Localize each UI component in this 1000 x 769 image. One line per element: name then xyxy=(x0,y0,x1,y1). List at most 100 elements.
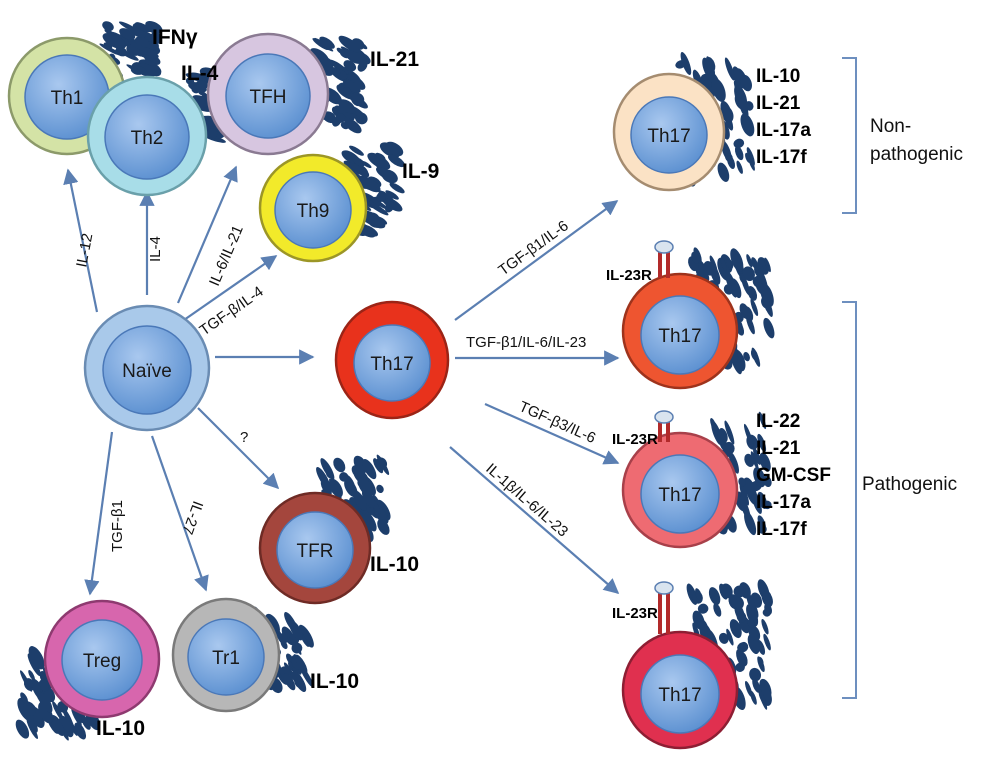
secretion-granule xyxy=(134,22,152,33)
secretion-granule xyxy=(742,266,755,282)
secretion-granule xyxy=(99,43,122,56)
label-to-tfh: IL-6/IL-21 xyxy=(206,223,247,289)
secretion-granule xyxy=(720,583,733,599)
secretion-granule xyxy=(733,138,745,149)
secretion-granule xyxy=(756,639,766,655)
secretion-granule xyxy=(102,21,114,31)
secretion-granule xyxy=(28,669,35,681)
secretion-granule xyxy=(726,628,734,646)
il23r-label-path3: IL-23R xyxy=(612,605,658,622)
secretion-granule xyxy=(761,618,769,635)
secretion-granule xyxy=(764,257,771,273)
th17-path2-label: Th17 xyxy=(658,485,701,506)
secretion-granule xyxy=(145,20,163,34)
cell-tfr: TFR xyxy=(258,491,372,605)
label-to-th9: TGF-β/IL-4 xyxy=(197,283,267,339)
secretion-granule xyxy=(720,100,733,122)
cell-th17-path1: Th17 xyxy=(621,272,739,390)
il23r-label-path1: IL-23R xyxy=(606,267,652,284)
arrow-to-tr1 xyxy=(150,435,209,592)
secretion-granule xyxy=(283,672,296,691)
secretion-granule xyxy=(761,591,771,601)
cytokine-path-4: IL-17a xyxy=(756,492,811,513)
arrows xyxy=(63,165,620,596)
secretion-granule xyxy=(703,269,710,282)
secretion-granule xyxy=(349,145,364,156)
secretion-granule xyxy=(691,251,700,264)
label-to-tfr: ? xyxy=(240,429,248,446)
secretion-granule xyxy=(102,33,127,49)
secretion-granule xyxy=(762,475,772,488)
secretion-granule xyxy=(331,67,341,76)
cell-tfh: TFH xyxy=(206,32,330,156)
secretion-granule xyxy=(746,254,753,268)
secretion-granule xyxy=(736,160,743,174)
secretion-granule xyxy=(706,56,715,76)
secretion-granule xyxy=(335,113,346,123)
secretion-granule xyxy=(717,433,724,446)
secretion-granule xyxy=(376,454,390,476)
th9-nucleus xyxy=(274,171,352,249)
label-to-treg: TGF-β1 xyxy=(109,500,126,552)
secretion-granule xyxy=(743,423,754,447)
secretion-granule xyxy=(740,641,748,651)
cytokine-th9: IL-9 xyxy=(402,160,439,183)
bracket-pathogenic: Pathogenic xyxy=(842,301,957,699)
th9-label: Th9 xyxy=(297,201,330,222)
cytokine-treg: IL-10 xyxy=(96,717,145,740)
il23r-receptor-icon xyxy=(654,240,674,254)
cytokine-path-1: IL-22 xyxy=(756,411,800,432)
secretion-granule xyxy=(119,28,136,40)
secretion-granule xyxy=(357,476,373,496)
secretion-granule xyxy=(718,632,729,644)
th17-path1-nucleus xyxy=(640,295,720,375)
secretion-granule xyxy=(717,162,730,182)
secretion-granule xyxy=(130,67,141,75)
label-to-th17-path1: TGF-β1/IL-6/IL-23 xyxy=(466,334,586,351)
secretion-granule xyxy=(737,651,748,667)
secretion-granule xyxy=(752,678,761,693)
secretion-granule xyxy=(288,619,303,641)
il23r-stalk-icon xyxy=(658,590,662,634)
secretion-granule xyxy=(320,56,334,68)
secretion-granule xyxy=(750,349,759,361)
cell-th17-nonpath: Th17 xyxy=(612,72,726,192)
cytokine-th1: IFNγ xyxy=(152,26,198,49)
arrow-to-th1 xyxy=(63,168,99,313)
secretion-granule xyxy=(15,719,30,739)
receptor-path2: IL-23R xyxy=(612,410,674,448)
secretion-granule xyxy=(758,268,768,291)
secretion-granule xyxy=(713,603,722,617)
tfr-label: TFR xyxy=(297,541,334,562)
secretion-granule xyxy=(385,190,399,200)
secretion-granule xyxy=(74,722,87,740)
secretion-granule xyxy=(734,145,744,161)
il23r-receptor-icon xyxy=(654,410,674,424)
secretion-granule xyxy=(758,656,764,666)
secretion-granule xyxy=(750,690,757,705)
secretion-granule xyxy=(39,671,51,687)
secretion-granule xyxy=(744,453,755,467)
secretion-granule xyxy=(740,74,752,92)
tr1-nucleus xyxy=(187,618,265,696)
bracket-path-line xyxy=(842,301,857,699)
secretion-granule xyxy=(343,117,361,131)
secretion-granule xyxy=(50,715,65,736)
secretion-granule xyxy=(726,155,736,169)
cytokine-nonpath-1: IL-10 xyxy=(756,66,800,87)
secretion-granule xyxy=(750,298,759,316)
th17-nonpath-nucleus xyxy=(630,96,708,174)
secretion-granule xyxy=(345,74,366,90)
secretion-granule xyxy=(376,191,387,203)
secretion-granule xyxy=(188,81,207,93)
label-to-tr1: IL-27 xyxy=(179,499,207,537)
secretion-granule xyxy=(137,63,157,77)
secretion-granule xyxy=(363,212,386,229)
secretion-granule xyxy=(377,519,390,535)
secretion-granule xyxy=(38,702,54,724)
secretion-granule xyxy=(389,182,405,194)
secretion-granule xyxy=(758,688,768,710)
secretion-granule xyxy=(20,692,29,704)
th17-path1-label: Th17 xyxy=(658,326,701,347)
th17-center-nucleus xyxy=(353,324,431,402)
